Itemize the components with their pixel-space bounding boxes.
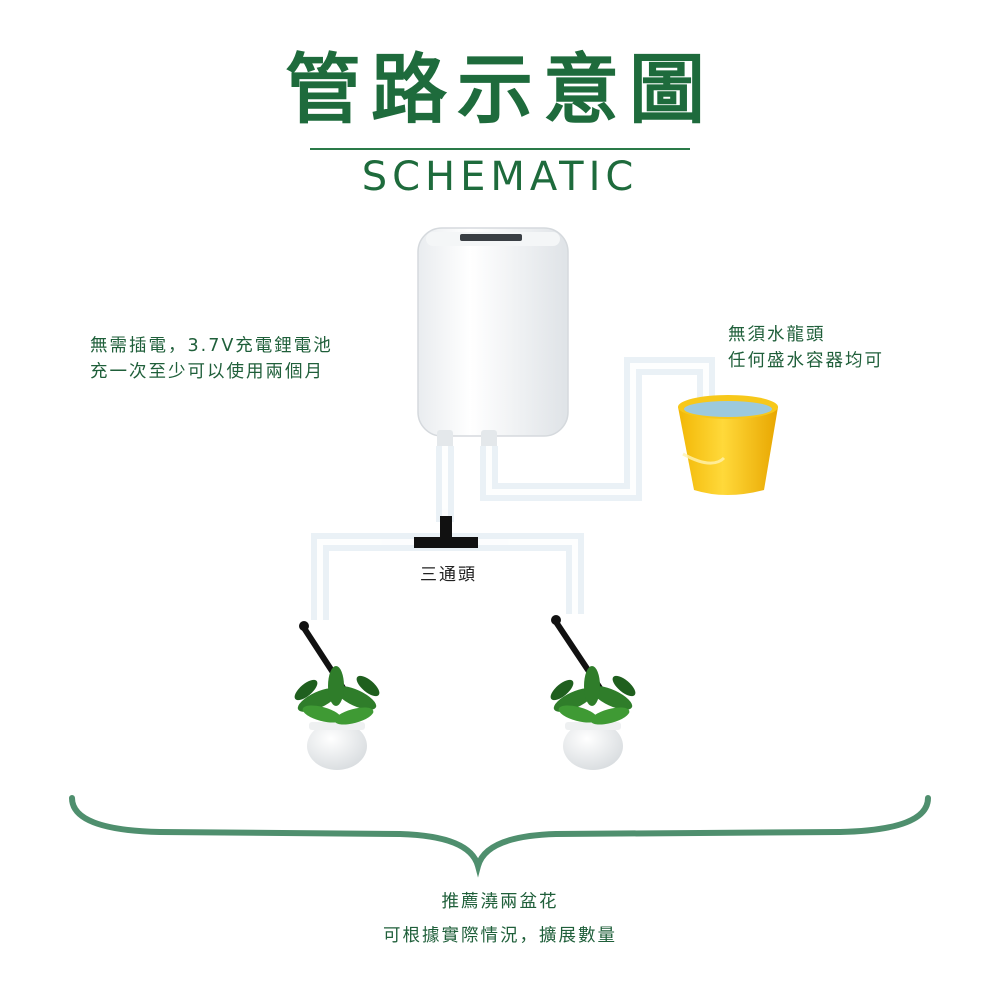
grouping-brace: [69, 795, 931, 878]
power-note-line1: 無需插電，3.7V充電鋰電池: [90, 336, 333, 356]
power-note-line2: 充一次至少可以使用兩個月: [90, 362, 324, 382]
plant-left: [294, 621, 380, 770]
water-note-line2: 任何盛水容器均可: [728, 351, 884, 371]
page-title: 管路示意圖: [285, 45, 715, 134]
water-source-note: 無須水龍頭 任何盛水容器均可: [728, 322, 884, 374]
tee-label: 三通頭: [420, 565, 477, 585]
footer-line2: 可根據實際情況，擴展數量: [383, 926, 617, 946]
pump-unit: [417, 227, 569, 450]
tee-connector: [414, 516, 478, 548]
footer-line1: 推薦澆兩盆花: [441, 892, 559, 912]
title-divider: [310, 148, 690, 150]
page-subtitle: SCHEMATIC: [361, 154, 639, 200]
plant-right: [550, 615, 636, 770]
water-note-line1: 無須水龍頭: [728, 325, 826, 345]
water-bucket: [678, 395, 778, 495]
power-note: 無需插電，3.7V充電鋰電池 充一次至少可以使用兩個月: [90, 333, 333, 385]
